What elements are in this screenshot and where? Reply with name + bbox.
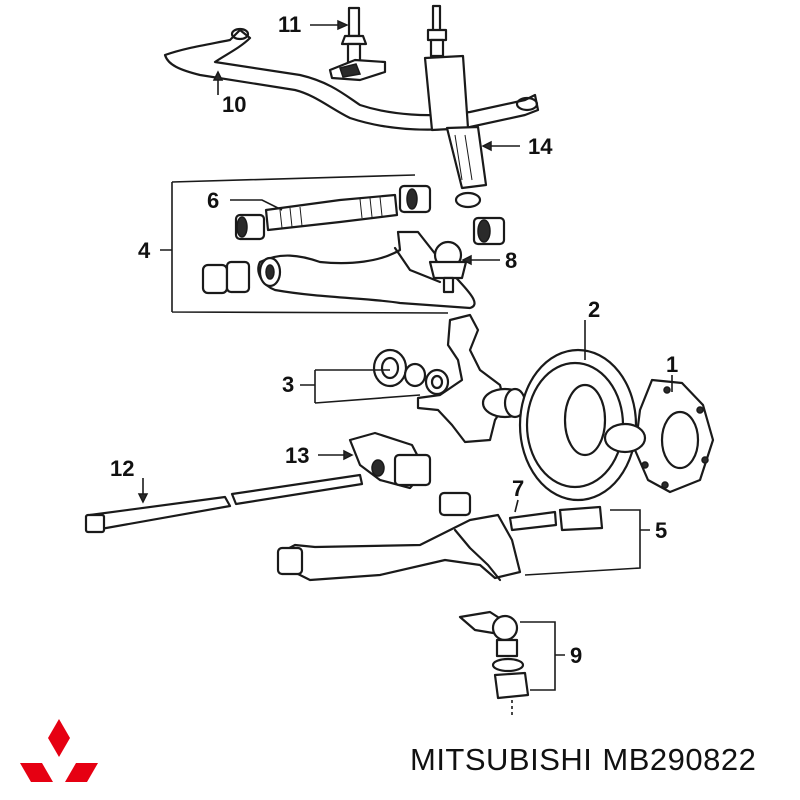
upper-arm-bushing-set	[234, 184, 506, 246]
wheel-hub	[603, 378, 715, 494]
callout-8: 8	[505, 248, 517, 273]
shock-absorber	[423, 4, 488, 209]
wheel-bearing-set	[372, 348, 450, 396]
leader-lines	[137, 19, 673, 691]
strut-bar-bracket	[348, 431, 432, 490]
callout-labels: 1 2 3 4 5 6 7 8 9 10 11 12 13 14	[110, 12, 678, 668]
callout-13: 13	[285, 443, 309, 468]
callout-12: 12	[110, 456, 134, 481]
callout-14: 14	[528, 134, 553, 159]
callout-6: 6	[207, 188, 219, 213]
lower-ball-joint	[458, 610, 530, 715]
brand-name: MITSUBISHI	[410, 742, 593, 777]
callout-10: 10	[222, 92, 246, 117]
callout-1: 1	[666, 352, 678, 377]
callout-3: 3	[282, 372, 294, 397]
callout-7: 7	[512, 476, 524, 501]
callout-9: 9	[570, 643, 582, 668]
strut-bar	[84, 473, 364, 534]
stabilizer-link	[328, 6, 387, 82]
lower-control-arm	[276, 513, 522, 582]
callout-4: 4	[138, 238, 151, 263]
part-number: MB290822	[602, 742, 757, 777]
callout-11: 11	[278, 12, 301, 37]
upper-control-arm	[201, 230, 476, 310]
upper-ball-joint	[428, 240, 468, 294]
lower-arm-bushings	[438, 491, 604, 532]
mitsubishi-logo	[20, 719, 98, 782]
part-caption: MITSUBISHI MB290822	[410, 742, 766, 778]
callout-5: 5	[655, 518, 667, 543]
steering-knuckle	[416, 313, 529, 444]
callout-2: 2	[588, 297, 600, 322]
